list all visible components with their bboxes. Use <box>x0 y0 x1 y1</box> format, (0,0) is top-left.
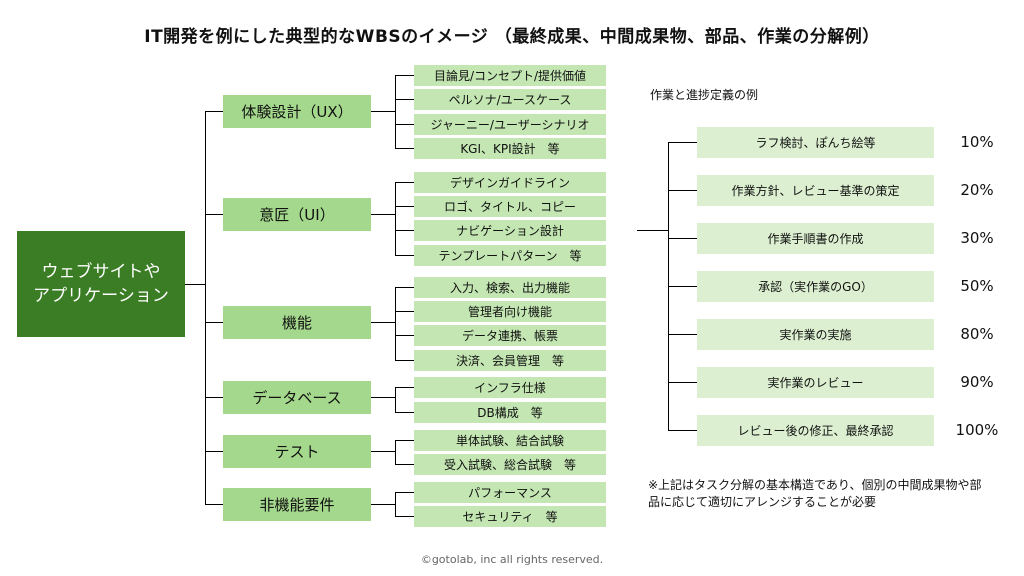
connector-cat-4 <box>205 451 223 452</box>
leaf-item: ロゴ、タイトル、コピー <box>414 196 606 217</box>
connector-leaf-0-1 <box>395 99 414 100</box>
connector-leaf-0-2 <box>395 124 414 125</box>
connector-leaf-0-3 <box>395 148 414 149</box>
connector-group3-stub <box>371 397 395 398</box>
progress-step: ラフ検討、ぽんち絵等 <box>697 127 934 158</box>
root-label-line1: ウェブサイトや <box>41 262 161 282</box>
connector-group3-spine <box>395 387 396 412</box>
category-database: データベース <box>223 381 371 414</box>
progress-connector-5 <box>668 382 697 383</box>
progress-percent: 90% <box>960 373 994 391</box>
connector-group0-spine <box>395 75 396 148</box>
leaf-item: 単体試験、結合試験 <box>414 430 606 451</box>
leaf-item: テンプレートパターン 等 <box>414 245 606 266</box>
leaf-item: 目論見/コンセプト/提供価値 <box>414 65 606 86</box>
category-nonfunctional: 非機能要件 <box>223 488 371 521</box>
progress-percent: 100% <box>955 421 999 439</box>
progress-connector-3 <box>668 286 697 287</box>
connector-group5-spine <box>395 492 396 516</box>
connector-root-spine <box>205 111 206 504</box>
progress-connector-stub <box>637 230 668 231</box>
category-ui: 意匠（UI） <box>223 198 371 231</box>
leaf-item: セキュリティ 等 <box>414 506 606 527</box>
progress-connector-1 <box>668 190 697 191</box>
connector-leaf-1-0 <box>395 182 414 183</box>
leaf-item: DB構成 等 <box>414 402 606 423</box>
progress-step: 作業方針、レビュー基準の策定 <box>697 175 934 206</box>
progress-step: 実作業のレビュー <box>697 367 934 398</box>
leaf-item: 決済、会員管理 等 <box>414 350 606 371</box>
progress-percent: 80% <box>960 325 994 343</box>
connector-leaf-5-0 <box>395 492 414 493</box>
connector-cat-2 <box>205 322 223 323</box>
leaf-item: KGI、KPI設計 等 <box>414 138 606 159</box>
connector-leaf-3-1 <box>395 412 414 413</box>
connector-cat-1 <box>205 214 223 215</box>
root-node: ウェブサイトや アプリケーション <box>17 231 185 337</box>
category-function: 機能 <box>223 306 371 339</box>
leaf-item: ペルソナ/ユースケース <box>414 89 606 110</box>
connector-leaf-0-0 <box>395 75 414 76</box>
leaf-item: データ連携、帳票 <box>414 325 606 346</box>
progress-connector-6 <box>668 430 697 431</box>
leaf-item: パフォーマンス <box>414 482 606 503</box>
progress-step: レビュー後の修正、最終承認 <box>697 415 934 446</box>
connector-leaf-2-3 <box>395 360 414 361</box>
connector-leaf-1-3 <box>395 255 414 256</box>
connector-group2-stub <box>371 322 395 323</box>
connector-group2-spine <box>395 287 396 360</box>
progress-step: 承認（実作業のGO） <box>697 271 934 302</box>
connector-root-horizontal <box>185 284 205 285</box>
progress-percent: 30% <box>960 229 994 247</box>
connector-group1-spine <box>395 182 396 255</box>
leaf-item: デザインガイドライン <box>414 172 606 193</box>
connector-leaf-5-1 <box>395 516 414 517</box>
connector-leaf-3-0 <box>395 387 414 388</box>
leaf-item: インフラ仕様 <box>414 377 606 398</box>
category-test: テスト <box>223 435 371 468</box>
category-ux: 体験設計（UX） <box>223 95 371 128</box>
connector-leaf-4-0 <box>395 440 414 441</box>
connector-leaf-4-1 <box>395 464 414 465</box>
progress-percent: 10% <box>960 133 994 151</box>
connector-leaf-2-2 <box>395 335 414 336</box>
leaf-item: ジャーニー/ユーザーシナリオ <box>414 114 606 135</box>
leaf-item: 入力、検索、出力機能 <box>414 277 606 298</box>
progress-connector-0 <box>668 142 697 143</box>
footnote-line1: ※上記はタスク分解の基本構造であり、個別の中間成果物や部 <box>648 478 982 492</box>
progress-connector-2 <box>668 238 697 239</box>
progress-step: 作業手順書の作成 <box>697 223 934 254</box>
page-title: IT開発を例にした典型的なWBSのイメージ （最終成果、中間成果物、部品、作業の… <box>144 27 880 47</box>
connector-leaf-2-0 <box>395 287 414 288</box>
connector-leaf-1-2 <box>395 230 414 231</box>
footnote-line2: 品に応じて適切にアレンジすることが必要 <box>648 495 877 509</box>
leaf-item: 受入試験、総合試験 等 <box>414 454 606 475</box>
connector-cat-3 <box>205 397 223 398</box>
connector-group1-stub <box>371 214 395 215</box>
progress-percent: 50% <box>960 277 994 295</box>
progress-percent: 20% <box>960 181 994 199</box>
connector-group0-stub <box>371 111 395 112</box>
leaf-item: 管理者向け機能 <box>414 301 606 322</box>
progress-connector-4 <box>668 334 697 335</box>
connector-cat-5 <box>205 504 223 505</box>
root-label-line2: アプリケーション <box>33 286 169 306</box>
leaf-item: ナビゲーション設計 <box>414 220 606 241</box>
connector-group4-stub <box>371 451 395 452</box>
footnote: ※上記はタスク分解の基本構造であり、個別の中間成果物や部 品に応じて適切にアレン… <box>648 477 1018 511</box>
connector-cat-0 <box>205 111 223 112</box>
connector-leaf-2-1 <box>395 311 414 312</box>
connector-group5-stub <box>371 504 395 505</box>
connector-group4-spine <box>395 440 396 464</box>
progress-step: 実作業の実施 <box>697 319 934 350</box>
progress-subtitle: 作業と進捗定義の例 <box>650 88 759 102</box>
connector-leaf-1-1 <box>395 206 414 207</box>
copyright: ©gotolab, inc all rights reserved. <box>420 553 604 566</box>
